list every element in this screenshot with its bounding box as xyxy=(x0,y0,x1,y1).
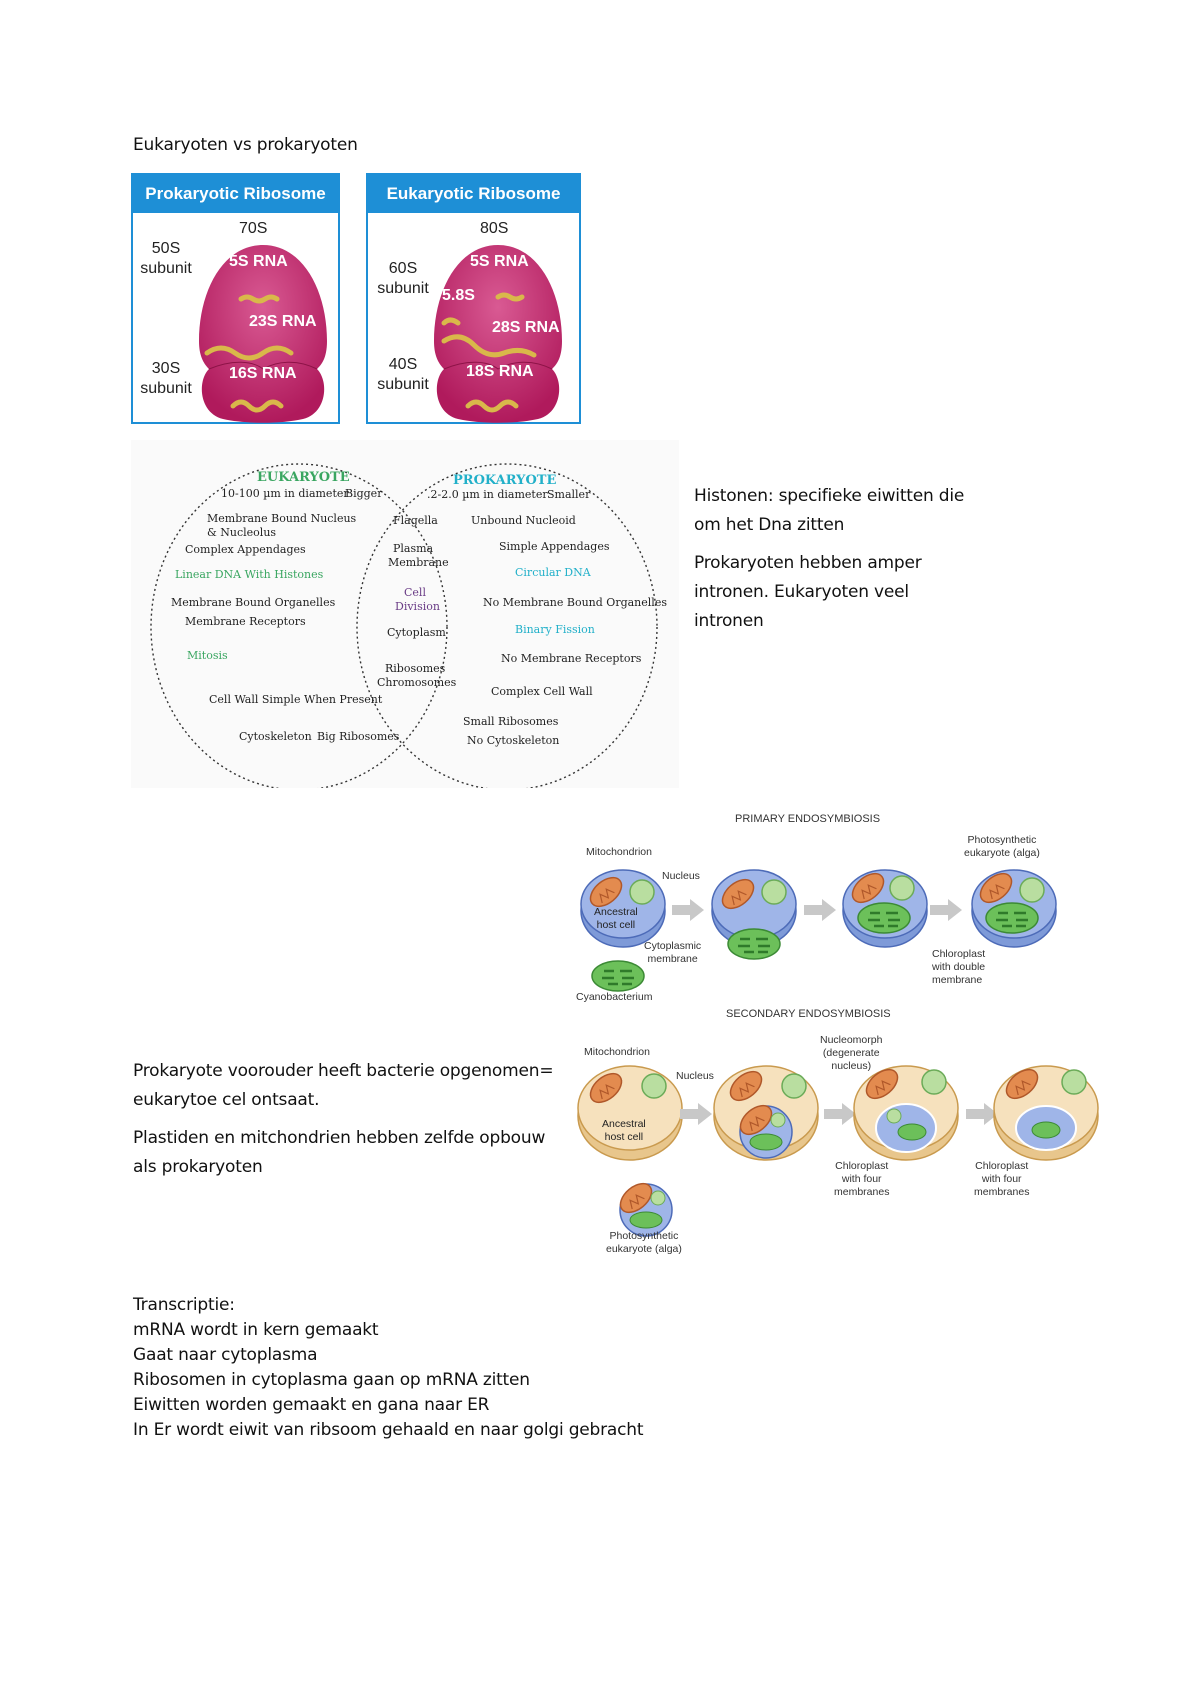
venn-item: Linear DNA With Histones xyxy=(175,568,324,581)
venn-item: Membrane Bound Nucleus xyxy=(207,512,357,525)
venn-item: Cell Wall Simple When Present xyxy=(209,693,383,706)
venn-item: Bigger xyxy=(345,487,383,500)
venn-item: Smaller xyxy=(547,488,591,501)
prokaryote-title: PROKARYOTE xyxy=(453,473,557,488)
rna-label: 5S RNA xyxy=(229,253,288,270)
transcription-step: Ribosomen in cytoplasma gaan op mRNA zit… xyxy=(133,1370,530,1390)
transcription-step: In Er wordt eiwit van ribsoom gehaald en… xyxy=(133,1420,644,1440)
label-mitochondrion: Mitochondrion xyxy=(584,1046,650,1058)
primary-endosymbiosis-title: PRIMARY ENDOSYMBIOSIS xyxy=(735,813,881,825)
venn-item: No Membrane Bound Organelles xyxy=(483,596,667,609)
venn-item: Cell xyxy=(404,586,426,599)
venn-item: Cytoplasm xyxy=(387,626,446,639)
total-sedimentation: 70S xyxy=(239,220,268,237)
venn-item: Circular DNA xyxy=(515,566,591,579)
venn-item: Plasma xyxy=(393,542,434,555)
rna-label: 28S RNA xyxy=(492,319,560,336)
rna-label: 16S RNA xyxy=(229,365,297,382)
venn-item: Membrane Receptors xyxy=(185,615,306,628)
secondary-endosymbiosis-title: SECONDARY ENDOSYMBIOSIS xyxy=(726,1008,891,1020)
endosymbiosis-figure: PRIMARY ENDOSYMBIOSIS Mitochondrion Nucl… xyxy=(572,806,1200,1266)
figure-title: Prokaryotic Ribosome xyxy=(133,175,338,213)
venn-diagram: EUKARYOTE 10-100 µm in diameter Bigger M… xyxy=(131,440,679,788)
venn-item: Complex Cell Wall xyxy=(491,685,593,698)
label-nucleus: Nucleus xyxy=(676,1070,714,1082)
venn-item: Ribosomes xyxy=(385,662,446,675)
rna-label: 5.8S xyxy=(442,287,475,304)
venn-item: Flagella xyxy=(393,514,438,527)
venn-item: Complex Appendages xyxy=(185,543,306,556)
label-nucleus: Nucleus xyxy=(662,870,700,882)
transcription-step: Eiwitten worden gemaakt en gana naar ER xyxy=(133,1395,490,1415)
venn-item: Small Ribosomes xyxy=(463,715,559,728)
transcription-step: mRNA wordt in kern gemaakt xyxy=(133,1320,379,1340)
note-endosymbiosis: Prokaryote voorouder heeft bacterie opge… xyxy=(133,1061,554,1110)
venn-item: Division xyxy=(395,600,440,613)
venn-item: Chromosomes xyxy=(377,676,457,689)
transcription-step: Gaat naar cytoplasma xyxy=(133,1345,318,1365)
label-cyanobacterium: Cyanobacterium xyxy=(576,991,653,1003)
ribosome-shape xyxy=(434,245,562,423)
total-sedimentation: 80S xyxy=(480,220,509,237)
note-introns: Prokaryoten hebben amper intronen. Eukar… xyxy=(694,553,922,631)
endosymbiosis-illustration xyxy=(577,867,1099,1237)
venn-item: Membrane xyxy=(388,556,449,569)
venn-item: Big Ribosomes xyxy=(317,730,400,743)
note-histones: Histonen: specifieke eiwitten die om het… xyxy=(694,486,965,535)
venn-item: Unbound Nucleoid xyxy=(471,514,576,527)
venn-circles xyxy=(150,463,658,788)
note-plastids: Plastiden en mitchondrien hebben zelfde … xyxy=(133,1128,546,1177)
rna-label: 23S RNA xyxy=(249,313,317,330)
venn-item: Membrane Bound Organelles xyxy=(171,596,336,609)
transcription-title: Transcriptie: xyxy=(133,1295,235,1315)
venn-item: & Nucleolus xyxy=(207,526,277,539)
venn-item: Binary Fission xyxy=(515,623,595,636)
ribosome-shape xyxy=(199,245,327,423)
rna-label: 18S RNA xyxy=(466,363,534,380)
venn-item: .2-2.0 µm in diameter xyxy=(427,488,548,501)
figure-title: Eukaryotic Ribosome xyxy=(368,175,579,213)
venn-item: No Cytoskeleton xyxy=(467,734,560,747)
transcription-section: Transcriptie: mRNA wordt in kern gemaakt… xyxy=(133,1293,644,1443)
page-heading: Eukaryoten vs prokaryoten xyxy=(133,135,358,155)
rna-label: 5S RNA xyxy=(470,253,529,270)
venn-item: 10-100 µm in diameter xyxy=(221,487,349,500)
venn-item: Simple Appendages xyxy=(499,540,610,553)
rna-strand xyxy=(238,294,280,304)
venn-item: No Membrane Receptors xyxy=(501,652,642,665)
venn-item: Mitosis xyxy=(187,649,228,662)
label-mitochondrion: Mitochondrion xyxy=(586,846,652,858)
venn-item: Cytoskeleton xyxy=(239,730,312,743)
eukaryote-title: EUKARYOTE xyxy=(257,470,350,485)
